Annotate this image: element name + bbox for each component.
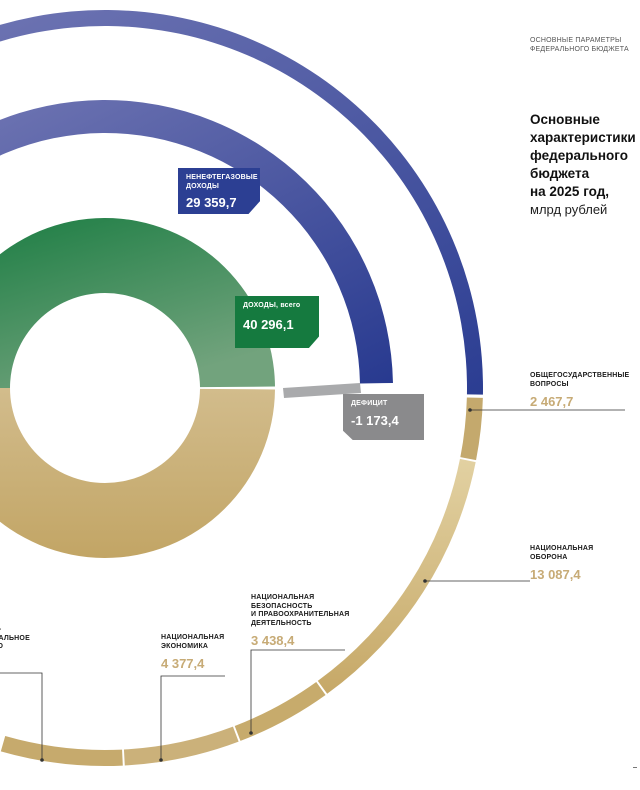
- nonoil-income-tag: НЕНЕФТЕГАЗОВЫЕ ДОХОДЫ 29 359,7: [178, 168, 260, 214]
- economy-name-line-1: НАЦИОНАЛЬНАЯ: [161, 634, 225, 641]
- nonoil-value: 29 359,7: [186, 195, 237, 210]
- expense-inner-arc: [0, 388, 275, 559]
- security-name-line-1: НАЦИОНАЛЬНАЯ: [251, 594, 315, 601]
- leader-economy-dot: [159, 758, 163, 762]
- defense-name-line-2: ОБОРОНА: [530, 553, 568, 561]
- expense-segment-economy: [123, 726, 239, 766]
- security-name-line-3: И ПРАВООХРАНИТЕЛЬНАЯ: [251, 611, 350, 618]
- national-name-line-1: НО-: [0, 626, 30, 635]
- expense-segment-security: [234, 681, 326, 741]
- title-line-4: бюджета: [530, 166, 590, 181]
- title-line-5: на 2025 год,: [530, 184, 610, 199]
- expense-segment-general: [460, 397, 483, 461]
- national-name-line-2: ЬНАЛЬНОЕ: [0, 634, 30, 642]
- leader-general-dot: [468, 408, 472, 412]
- section-header: ОСНОВНЫЕ ПАРАМЕТРЫ ФЕДЕРАЛЬНОГО БЮДЖЕТА: [530, 36, 629, 54]
- income-label: ДОХОДЫ, всего: [243, 302, 301, 309]
- security-name-line-2: БЕЗОПАСНОСТЬ: [251, 602, 313, 610]
- expense-label-security: НАЦИОНАЛЬНАЯ БЕЗОПАСНОСТЬ И ПРАВООХРАНИТ…: [251, 594, 350, 649]
- expense-segment-defense: [317, 458, 476, 694]
- nonoil-label-line-1: НЕНЕФТЕГАЗОВЫЕ: [186, 174, 258, 181]
- national-value: ,5: [0, 657, 30, 673]
- income-arc: [0, 217, 275, 388]
- deficit-bar: [283, 383, 361, 398]
- economy-name-line-2: ЭКОНОМИКА: [161, 642, 209, 650]
- nonoil-income-ring: [0, 100, 393, 384]
- general-name-line-2: ВОПРОСЫ: [530, 380, 569, 388]
- chart-title: Основные характеристики федерального бюд…: [530, 111, 640, 219]
- deficit-label: ДЕФИЦИТ: [351, 400, 388, 407]
- defense-name-line-1: НАЦИОНАЛЬНАЯ: [530, 545, 594, 552]
- nonoil-label-line-2: ДОХОДЫ: [186, 182, 220, 190]
- section-header-line-2: ФЕДЕРАЛЬНОГО БЮДЖЕТА: [530, 46, 629, 53]
- defense-value: 13 087,4: [530, 567, 581, 582]
- leader-defense-dot: [423, 579, 427, 583]
- expense-label-economy: НАЦИОНАЛЬНАЯ ЭКОНОМИКА 4 377,4: [161, 634, 224, 672]
- security-value: 3 438,4: [251, 633, 295, 648]
- leader-national: [0, 672, 43, 760]
- expense-segment-national: [0, 735, 123, 766]
- expense-label-defense: НАЦИОНАЛЬНАЯ ОБОРОНА 13 087,4: [530, 545, 593, 583]
- economy-value: 4 377,4: [161, 656, 205, 671]
- general-value: 2 467,7: [530, 394, 574, 409]
- expense-label-general: ОБЩЕГОСУДАРСТВЕННЫЕ ВОПРОСЫ 2 467,7: [530, 372, 629, 410]
- deficit-value: -1 173,4: [351, 412, 399, 428]
- title-unit: млрд рублей: [530, 202, 608, 217]
- national-name-line-3: ТВО: [0, 643, 4, 650]
- general-name-line-1: ОБЩЕГОСУДАРСТВЕННЫЕ: [530, 372, 630, 379]
- section-header-line-1: ОСНОВНЫЕ ПАРАМЕТРЫ: [530, 37, 622, 44]
- title-line-1: Основные: [530, 112, 600, 127]
- leader-economy: [160, 675, 225, 760]
- page-edge-mark: [633, 767, 637, 768]
- leader-national-dot: [40, 758, 44, 762]
- title-line-2: характеристики: [530, 130, 636, 145]
- income-value: 40 296,1: [243, 316, 294, 332]
- title-line-3: федерального: [530, 148, 628, 163]
- leader-security-dot: [249, 731, 253, 735]
- expense-label-national-cut: НО- ЬНАЛЬНОЕ ТВО ,5: [0, 626, 30, 673]
- deficit-tag: ДЕФИЦИТ -1 173,4: [343, 394, 424, 440]
- total-income-tag: ДОХОДЫ, всего 40 296,1: [235, 296, 319, 348]
- leader-security: [250, 649, 345, 733]
- security-name-line-4: ДЕЯТЕЛЬНОСТЬ: [251, 619, 312, 627]
